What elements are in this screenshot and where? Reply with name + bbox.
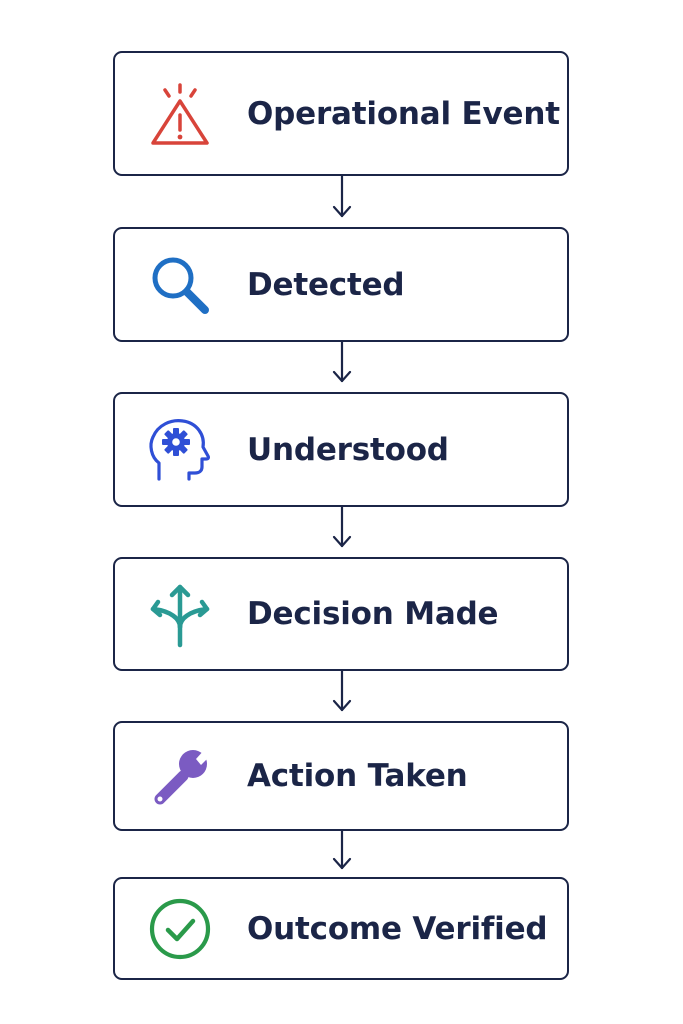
step-label: Action Taken [247, 758, 468, 794]
magnifying-glass-icon [145, 250, 215, 320]
connector-arrow [329, 831, 355, 877]
connector-arrow [329, 342, 355, 392]
connector-arrow [329, 507, 355, 557]
step-understood: Understood [113, 392, 569, 507]
step-label: Outcome Verified [247, 910, 548, 947]
head-with-gear-icon [145, 415, 215, 485]
step-detected: Detected [113, 227, 569, 342]
step-decision-made: Decision Made [113, 557, 569, 671]
warning-triangle-icon [145, 79, 215, 149]
step-label: Detected [247, 266, 405, 303]
step-outcome-verified: Outcome Verified [113, 877, 569, 980]
branching-arrows-icon [145, 579, 215, 649]
connector-arrow [329, 176, 355, 227]
wrench-icon [145, 741, 215, 811]
check-circle-icon [145, 894, 215, 964]
step-action-taken: Action Taken [113, 721, 569, 831]
connector-arrow [329, 671, 355, 721]
step-label: Operational Event [247, 95, 560, 132]
step-operational-event: Operational Event [113, 51, 569, 176]
step-label: Understood [247, 431, 449, 468]
step-label: Decision Made [247, 596, 499, 632]
